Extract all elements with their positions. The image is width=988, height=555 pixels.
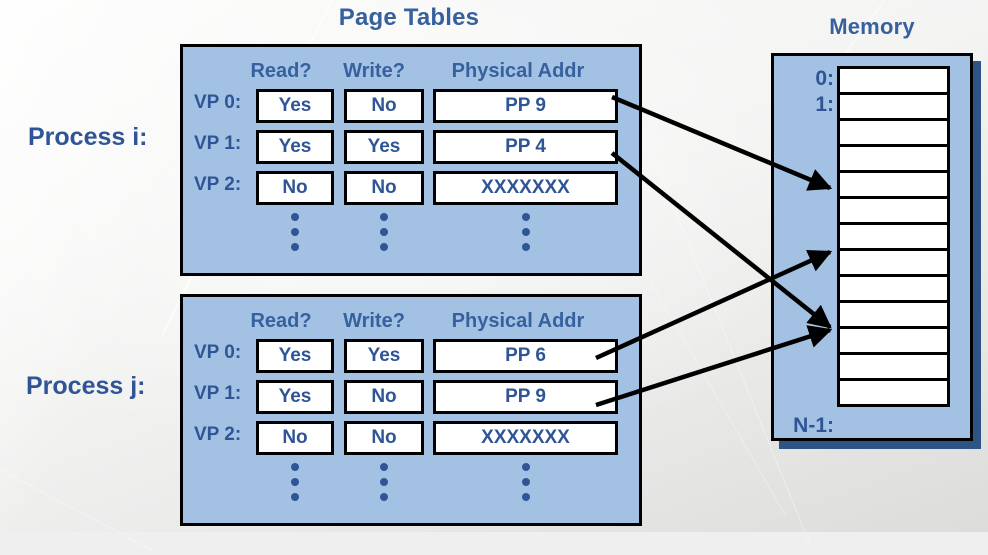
memory-cell[interactable]: [837, 222, 950, 251]
table-cell-read[interactable]: Yes: [256, 380, 334, 414]
process-j-label: Process j:: [26, 372, 146, 400]
table-cell-read[interactable]: Yes: [256, 339, 334, 373]
column-header-physical-addr: Physical Addr: [451, 60, 585, 82]
row-label-vp2: VP 2:: [194, 174, 242, 195]
table-cell-physical-addr[interactable]: XXXXXXX: [433, 171, 618, 205]
memory-cell[interactable]: [837, 170, 950, 199]
row-label-vp1: VP 1:: [194, 383, 242, 404]
table-cell-write[interactable]: Yes: [344, 130, 424, 164]
row-label-vp0: VP 0:: [194, 342, 242, 363]
table-cell-read[interactable]: No: [256, 421, 334, 455]
memory-cell[interactable]: [837, 118, 950, 147]
vertical-ellipsis-icon: [256, 213, 334, 251]
memory-cell[interactable]: [837, 378, 950, 407]
table-cell-physical-addr[interactable]: PP 4: [433, 130, 618, 164]
process-j-page-table: Read? Write? Physical Addr VP 0: Yes Yes…: [180, 294, 642, 526]
table-cell-write[interactable]: No: [344, 171, 424, 205]
table-cell-write[interactable]: No: [344, 380, 424, 414]
table-cell-physical-addr[interactable]: PP 6: [433, 339, 618, 373]
column-header-read: Read?: [250, 310, 312, 332]
column-header-write: Write?: [343, 310, 405, 332]
table-cell-write[interactable]: No: [344, 89, 424, 123]
row-label-vp0: VP 0:: [194, 92, 242, 113]
table-cell-read[interactable]: Yes: [256, 130, 334, 164]
memory-cell[interactable]: [837, 144, 950, 173]
table-cell-physical-addr[interactable]: XXXXXXX: [433, 421, 618, 455]
memory-cell[interactable]: [837, 66, 950, 95]
table-cell-read[interactable]: No: [256, 171, 334, 205]
memory-cell-list: [837, 66, 950, 407]
memory-cell[interactable]: [837, 196, 950, 225]
row-label-vp2: VP 2:: [194, 424, 242, 445]
memory-title: Memory: [829, 14, 915, 39]
column-header-write: Write?: [343, 60, 405, 82]
process-i-page-table: Read? Write? Physical Addr VP 0: Yes No …: [180, 44, 642, 276]
vertical-ellipsis-icon: [433, 463, 618, 501]
vertical-ellipsis-icon: [433, 213, 618, 251]
vertical-ellipsis-icon: [344, 213, 424, 251]
table-cell-write[interactable]: No: [344, 421, 424, 455]
memory-panel: 0: 1: N-1:: [771, 53, 973, 441]
memory-cell[interactable]: [837, 300, 950, 329]
memory-cell[interactable]: [837, 92, 950, 121]
page-tables-title: Page Tables: [338, 4, 480, 31]
memory-cell[interactable]: [837, 326, 950, 355]
vertical-ellipsis-icon: [256, 463, 334, 501]
table-cell-write[interactable]: Yes: [344, 339, 424, 373]
column-header-physical-addr: Physical Addr: [451, 310, 585, 332]
memory-label-first: 0:: [815, 67, 834, 90]
column-header-read: Read?: [250, 60, 312, 82]
process-i-label: Process i:: [28, 123, 148, 151]
memory-label-last: N-1:: [793, 414, 834, 437]
row-label-vp1: VP 1:: [194, 133, 242, 154]
memory-cell[interactable]: [837, 248, 950, 277]
table-cell-read[interactable]: Yes: [256, 89, 334, 123]
table-cell-physical-addr[interactable]: PP 9: [433, 89, 618, 123]
table-cell-physical-addr[interactable]: PP 9: [433, 380, 618, 414]
memory-cell[interactable]: [837, 274, 950, 303]
memory-label-second: 1:: [815, 93, 834, 116]
vertical-ellipsis-icon: [344, 463, 424, 501]
memory-cell[interactable]: [837, 352, 950, 381]
